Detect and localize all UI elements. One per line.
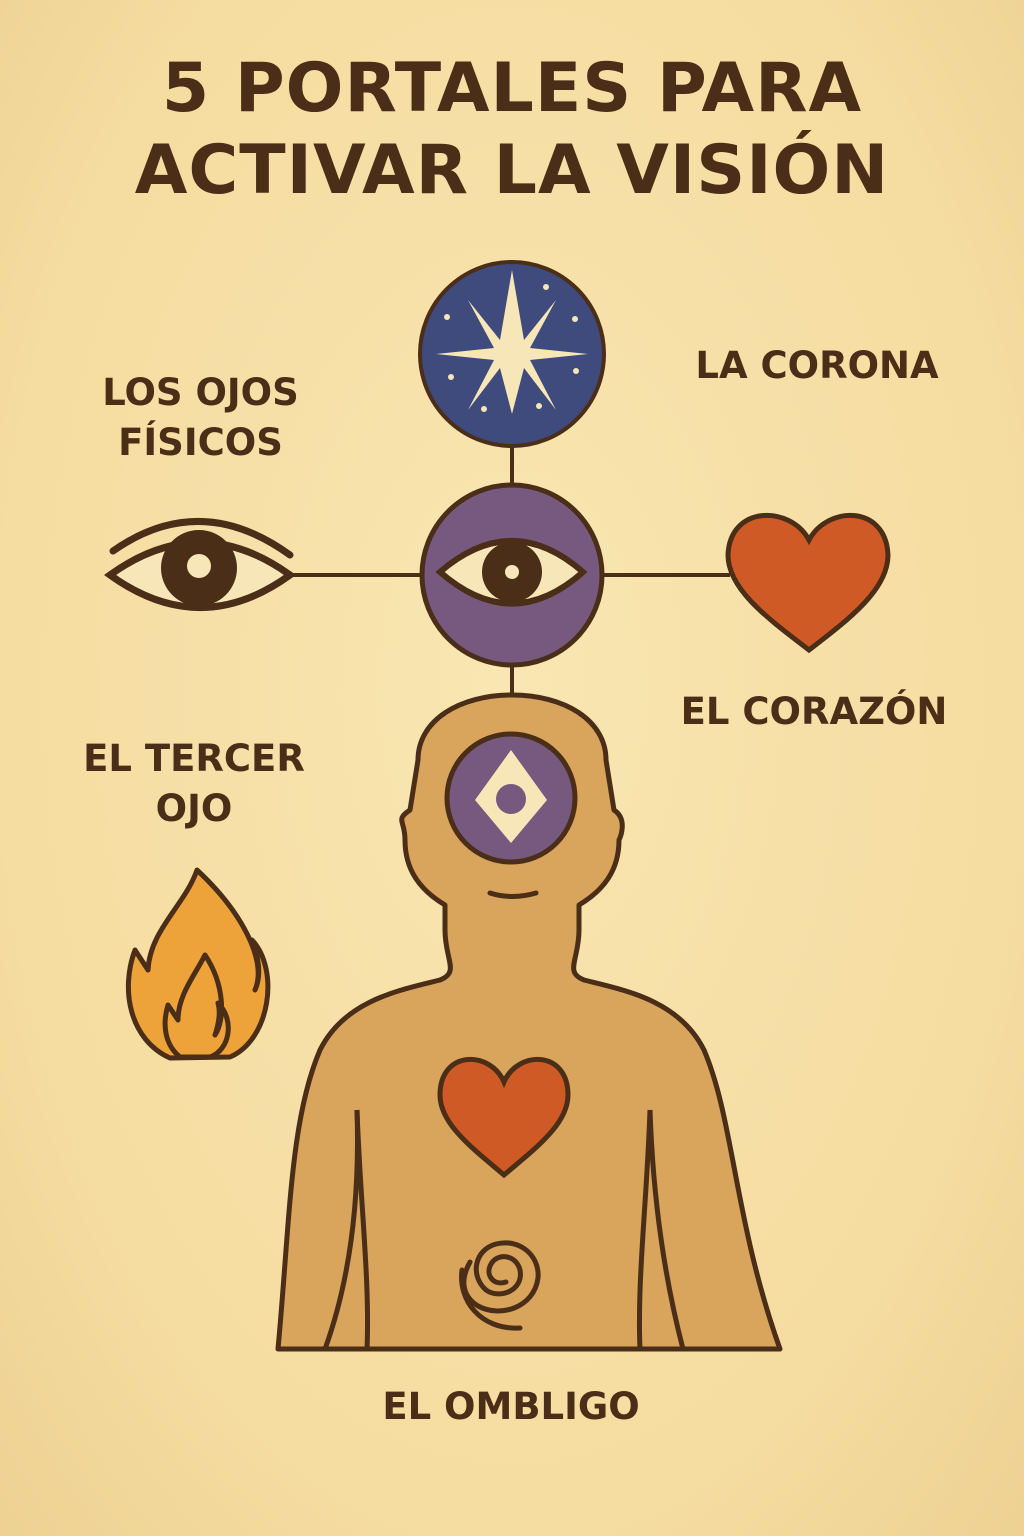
title-line-1: 5 PORTALES PARA bbox=[161, 49, 863, 128]
label-tercer-ojo-line-2: OJO bbox=[155, 787, 233, 830]
physical-eye-icon bbox=[104, 518, 296, 611]
flame-icon bbox=[126, 867, 271, 1061]
third-eye-circle-icon bbox=[419, 482, 605, 668]
label-ojos-fisicos-line-1: LOS OJOS bbox=[102, 371, 299, 414]
human-figure-icon bbox=[275, 692, 783, 1352]
spiral-navel-icon bbox=[462, 1243, 539, 1330]
diamond-third-eye-icon bbox=[444, 731, 578, 865]
label-tercer-ojo: EL TERCER OJO bbox=[78, 734, 310, 834]
label-corona: LA CORONA bbox=[695, 344, 939, 387]
label-ojos-fisicos-line-2: FÍSICOS bbox=[118, 421, 283, 464]
title-line-2: ACTIVAR LA VISIÓN bbox=[134, 131, 890, 210]
label-tercer-ojo-line-1: EL TERCER bbox=[83, 737, 305, 780]
chest-heart-icon bbox=[437, 1057, 571, 1179]
label-corazon: EL CORAZÓN bbox=[680, 690, 948, 733]
page-title: 5 PORTALES PARA ACTIVAR LA VISIÓN bbox=[0, 48, 1024, 212]
heart-icon bbox=[725, 512, 891, 654]
star-crown-icon bbox=[418, 260, 606, 448]
label-ombligo: EL OMBLIGO bbox=[382, 1385, 640, 1428]
label-ojos-fisicos: LOS OJOS FÍSICOS bbox=[88, 368, 313, 468]
